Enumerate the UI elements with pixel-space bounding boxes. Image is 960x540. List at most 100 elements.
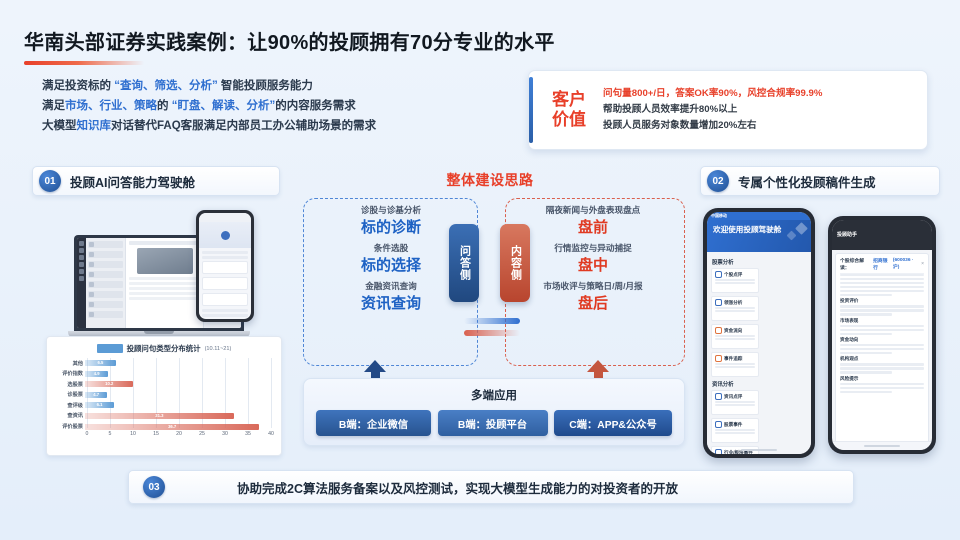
card bbox=[202, 293, 248, 306]
article-paragraph-heading: 机构观点 bbox=[840, 356, 859, 362]
chart-bar bbox=[85, 402, 114, 409]
page-title: 华南头部证券实践案例：让90%的投顾拥有70分专业的水平 bbox=[24, 32, 555, 54]
panel-header bbox=[129, 241, 200, 245]
dashboard-card[interactable]: 资讯点评 bbox=[711, 390, 759, 415]
chart-value-label: 6.5 bbox=[97, 360, 104, 365]
shield-icon bbox=[715, 421, 722, 428]
card-header: 领涨分析 bbox=[715, 299, 755, 306]
article-paragraph-heading: 风险提示 bbox=[840, 375, 859, 381]
article-text-line bbox=[840, 348, 924, 351]
rail-icon bbox=[79, 269, 84, 274]
flow-icon bbox=[715, 327, 722, 334]
close-icon[interactable]: × bbox=[921, 261, 924, 267]
phone-status-bar: 中国移动 bbox=[707, 212, 811, 220]
laptop-base bbox=[68, 331, 250, 338]
item-subtitle: 金融资讯查询 bbox=[365, 281, 417, 291]
chart-bar-track: 4.7 bbox=[85, 390, 275, 400]
arrow-shaft bbox=[370, 370, 380, 382]
card-description bbox=[715, 363, 755, 368]
section-number-badge: 01 bbox=[39, 170, 61, 192]
customer-value-line: 帮助投顾人员效率提升80%以上 bbox=[603, 104, 738, 115]
item-title: 盘中 bbox=[577, 257, 608, 274]
article-text-line bbox=[840, 371, 893, 374]
chart-category-label: 评价股票 bbox=[62, 424, 83, 431]
chart-x-tick-label: 15 bbox=[153, 431, 159, 437]
phone-mockup-dashboard: 中国移动 欢迎使用投顾驾驶舱 股票分析个股点评领涨分析资金流向事件追踪资讯分析资… bbox=[703, 208, 815, 458]
dashboard-section-title: 资讯分析 bbox=[712, 382, 734, 388]
chart-category-label: 选股票 bbox=[67, 381, 83, 388]
chart-bar-track: 6.1 bbox=[85, 400, 275, 410]
bullet-highlight: “盯盘、解读、分析” bbox=[171, 100, 276, 112]
terminal-button-b-wecom[interactable]: B端：企业微信 bbox=[316, 410, 431, 436]
list-item bbox=[88, 281, 123, 288]
chart-category-label: 诊股票 bbox=[67, 392, 83, 399]
terminal-button-b-platform[interactable]: B端：投顾平台 bbox=[437, 410, 548, 436]
dashboard-card[interactable]: 事件追踪 bbox=[711, 352, 759, 377]
card-header: 资金流向 bbox=[715, 327, 755, 334]
multi-terminal-title: 多端应用 bbox=[471, 390, 517, 402]
section-number-badge: 03 bbox=[143, 476, 165, 498]
chart-bar bbox=[85, 391, 108, 398]
list-item bbox=[88, 241, 123, 248]
customer-value-line: 问句量800+/日，答案OK率90%，风控合规率99.9% bbox=[603, 88, 823, 99]
chart-bar bbox=[85, 381, 134, 388]
list-item bbox=[88, 291, 123, 298]
chart-gridline bbox=[202, 358, 203, 428]
card-label: 事件追踪 bbox=[724, 355, 743, 361]
arrow-head bbox=[364, 360, 386, 372]
card-description bbox=[715, 335, 755, 340]
chart-bar bbox=[85, 423, 260, 430]
chart-value-label: 6.1 bbox=[96, 402, 103, 408]
card-header: 个股点评 bbox=[715, 271, 755, 278]
dashboard-card[interactable]: 领涨分析 bbox=[711, 296, 759, 321]
terminal-button-c-app[interactable]: C端：APP&公众号 bbox=[554, 410, 672, 436]
text-line bbox=[202, 309, 248, 312]
message-image bbox=[136, 248, 193, 274]
chart-bar-row: 选股票 10.2 bbox=[53, 379, 275, 389]
arrow-head bbox=[587, 360, 609, 372]
card bbox=[202, 261, 248, 274]
item-title: 盘前 bbox=[577, 219, 608, 236]
chart-value-label: 4.7 bbox=[93, 391, 100, 397]
list-item: 满足市场、行业、策略的 “盯盘、解读、分析”的内容服务需求 bbox=[42, 96, 376, 116]
article-text-line bbox=[840, 367, 924, 370]
chart-x-tick-label: 35 bbox=[245, 431, 251, 437]
section-header-02[interactable]: 02 专属个性化投顾稿件生成 bbox=[700, 166, 940, 196]
message-line bbox=[129, 282, 200, 285]
dashboard-card[interactable]: 资金流向 bbox=[711, 324, 759, 349]
chart-x-tick-label: 30 bbox=[222, 431, 228, 437]
doc-icon bbox=[715, 393, 722, 400]
section-header-03[interactable]: 03 协助完成2C算法服务备案以及风控测试，实现大模型生成能力的对投资者的开放 bbox=[128, 470, 854, 504]
chart-bar-track: 4.9 bbox=[85, 369, 275, 379]
chart-icon bbox=[715, 299, 722, 306]
article-card: 个股综合解读： 招商银行 (600036 · 沪) × 投资评价市场表现资金动向… bbox=[835, 253, 929, 447]
item-title: 标的诊断 bbox=[360, 219, 421, 236]
article-text-line bbox=[840, 344, 924, 347]
connector-arrow-red bbox=[464, 330, 520, 336]
chart-category-label: 查资讯 bbox=[67, 413, 83, 420]
chart-gridline bbox=[248, 358, 249, 428]
phone-status-bar bbox=[832, 220, 932, 228]
section-header-01[interactable]: 01 投顾AI问答能力驾驶舱 bbox=[32, 166, 280, 196]
chart-gridline bbox=[271, 358, 272, 428]
chart-value-label: 10.2 bbox=[105, 381, 114, 387]
clock-icon bbox=[715, 449, 722, 454]
article-text-line bbox=[840, 285, 924, 289]
phone-dashboard-body: 股票分析个股点评领涨分析资金流向事件追踪资讯分析资讯点评股票事件行业/板块事件热… bbox=[707, 252, 811, 454]
dashboard-card[interactable]: 个股点评 bbox=[711, 268, 759, 293]
dashboard-card[interactable]: 股票事件 bbox=[711, 418, 759, 443]
list-item bbox=[88, 271, 123, 278]
article-paragraph-heading: 投资评价 bbox=[840, 298, 859, 304]
card bbox=[202, 277, 248, 290]
chart-x-tick-label: 25 bbox=[199, 431, 205, 437]
article-text-line bbox=[840, 309, 924, 312]
card-header: 事件追踪 bbox=[715, 355, 755, 362]
multi-terminal-panel: 多端应用 B端：企业微信 B端：投顾平台 C端：APP&公众号 bbox=[303, 378, 685, 446]
chart-gridline bbox=[133, 358, 134, 428]
card-description bbox=[715, 429, 755, 434]
